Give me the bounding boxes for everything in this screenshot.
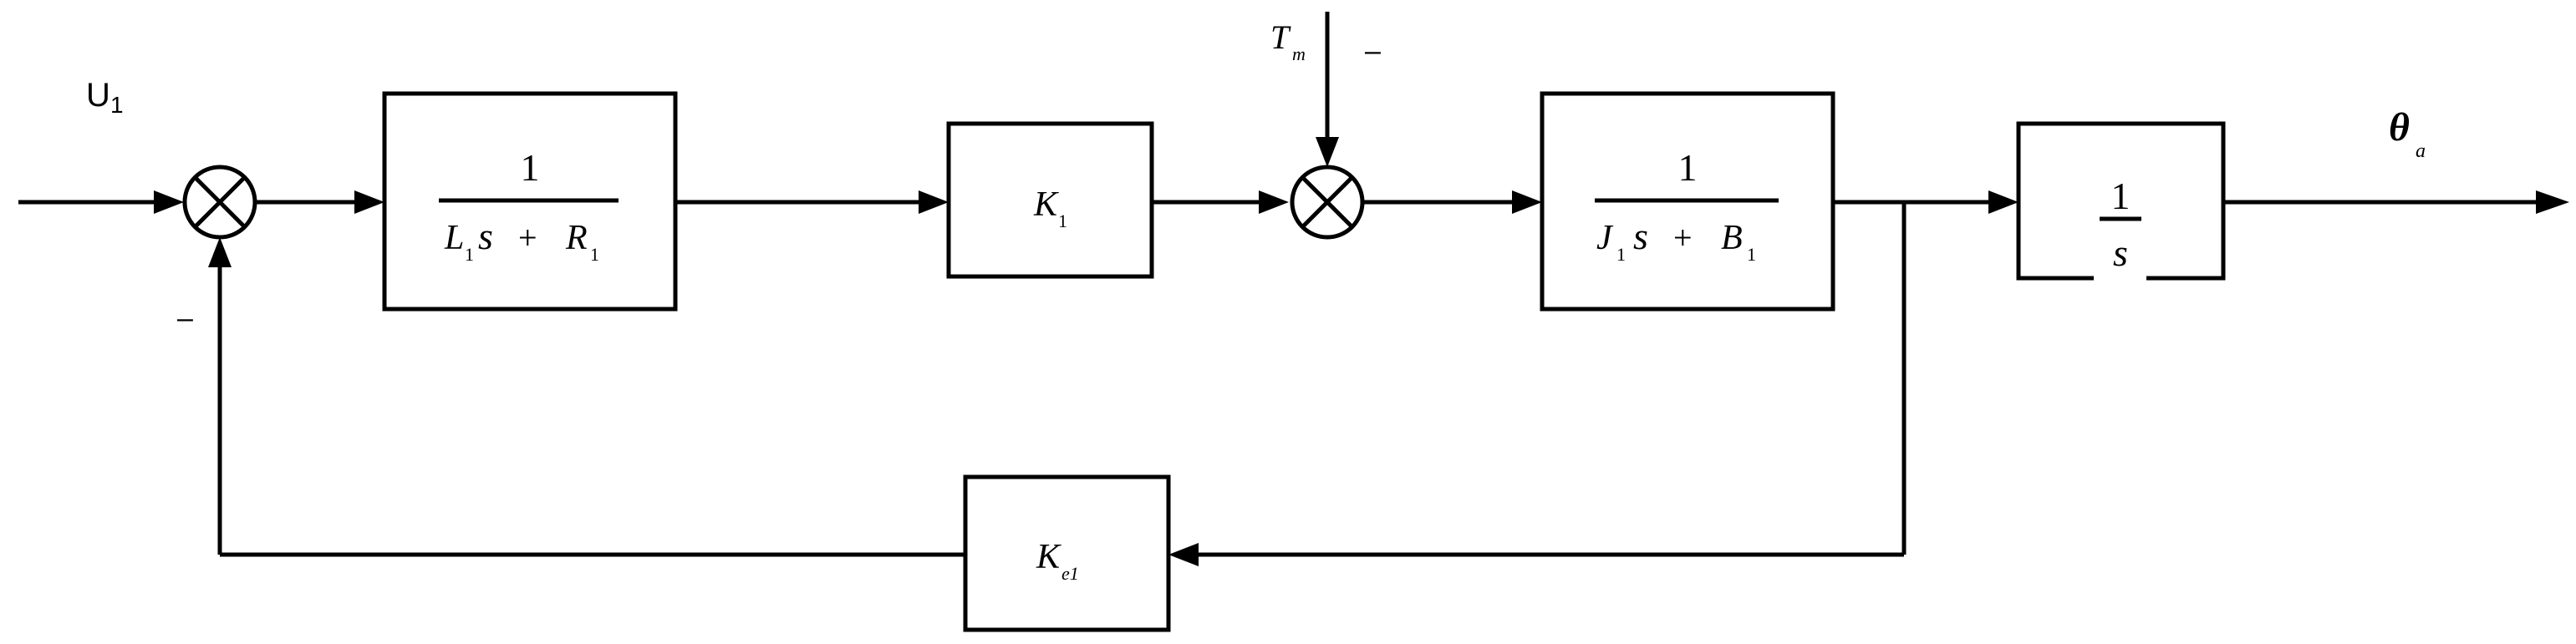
integrator-denominator: s — [2113, 231, 2128, 274]
input-arrowhead — [154, 190, 184, 214]
input-subscript: 1 — [110, 92, 124, 118]
electrical-den-L-sub: 1 — [465, 244, 474, 265]
electrical-den-s: s — [478, 215, 493, 257]
mechanical-den-J: J — [1596, 219, 1614, 257]
integrator-block: 1 s — [2016, 121, 2226, 281]
output-subscript: a — [2416, 140, 2426, 162]
disturbance-symbol: T — [1270, 18, 1291, 56]
back-emf-block: K e1 — [963, 474, 1171, 632]
input-label: U 1 — [86, 77, 124, 118]
mechanical-to-integrator-arrowhead — [1988, 190, 2019, 214]
mechanical-den-B-sub: 1 — [1747, 244, 1756, 265]
output-arrowhead — [2536, 190, 2569, 214]
electrical-numerator: 1 — [521, 146, 540, 189]
feedback-minus-sign: – — [177, 302, 193, 334]
summing-junction-2 — [1290, 165, 1365, 240]
electrical-to-gain-arrowhead — [919, 190, 949, 214]
mechanical-den-s: s — [1633, 215, 1648, 257]
disturbance-arrowhead — [1316, 137, 1339, 167]
back-emf-symbol: K — [1036, 538, 1061, 576]
summing-junction-1 — [182, 165, 257, 240]
gain-block-frame — [946, 121, 1154, 279]
summing-cross-2b — [1301, 175, 1354, 229]
mechanical-den-J-sub: 1 — [1616, 244, 1626, 265]
gain-to-sum2-arrowhead — [1259, 190, 1289, 214]
gain-symbol: K — [1033, 185, 1059, 224]
back-emf-subscript: e1 — [1061, 563, 1079, 584]
feedback-to-kemf-arrowhead — [1168, 543, 1199, 566]
output-symbol: θ — [2389, 105, 2410, 150]
disturbance-subscript: m — [1292, 43, 1306, 64]
mechanical-den-plus: + — [1673, 219, 1693, 256]
input-symbol: U — [86, 77, 110, 114]
back-emf-block-frame — [963, 474, 1171, 632]
disturbance-minus-sign: – — [1365, 35, 1381, 67]
electrical-block: 1 L 1 s + R 1 — [382, 91, 678, 312]
disturbance-label: T m — [1270, 18, 1306, 64]
electrical-den-R: R — [565, 219, 588, 257]
summing-cross-1b — [193, 175, 247, 229]
gain-subscript: 1 — [1058, 210, 1067, 231]
output-label: θ a — [2389, 105, 2426, 162]
sum2-to-mechanical-arrowhead — [1512, 190, 1542, 214]
electrical-den-plus: + — [518, 219, 537, 256]
mechanical-block: 1 J 1 s + B 1 — [1540, 91, 1835, 312]
feedback-arrowhead — [208, 237, 232, 267]
mechanical-den-B: B — [1721, 219, 1743, 257]
sum1-to-electrical-arrowhead — [354, 190, 384, 214]
integrator-block-frame — [2016, 121, 2226, 281]
electrical-den-R-sub: 1 — [590, 244, 599, 265]
gain-block: K 1 — [946, 121, 1154, 279]
integrator-numerator: 1 — [2111, 175, 2131, 217]
mechanical-numerator: 1 — [1678, 146, 1698, 189]
electrical-den-L: L — [444, 219, 464, 257]
